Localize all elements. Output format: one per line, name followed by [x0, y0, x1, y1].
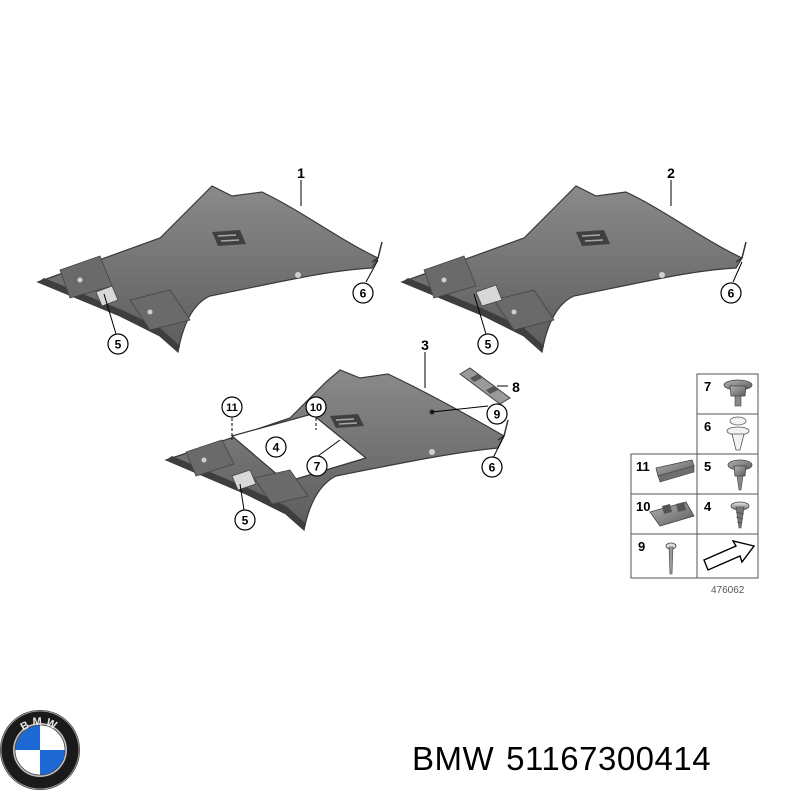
brand-name: BMW — [412, 740, 495, 777]
callout-6a: 6 — [352, 282, 374, 304]
callout-8: 8 — [512, 379, 520, 395]
legend-label-9: 9 — [638, 539, 645, 554]
callout-4: 4 — [265, 436, 287, 458]
bmw-logo-icon: BMW — [0, 710, 80, 790]
callout-5c: 5 — [234, 509, 256, 531]
callout-6b: 6 — [720, 282, 742, 304]
part-5-icon — [727, 459, 753, 491]
part-6-icon — [726, 416, 750, 451]
callout-1: 1 — [297, 165, 305, 181]
legend-label-4: 4 — [704, 499, 712, 514]
svg-text:5: 5 — [242, 514, 249, 528]
part-title: BMW 51167300414 — [412, 740, 723, 778]
callout-10: 10 — [305, 396, 327, 418]
svg-text:7: 7 — [314, 460, 321, 474]
svg-text:5: 5 — [485, 338, 492, 352]
fastener-legend: 7 6 11 5 10 4 9 — [630, 373, 759, 596]
svg-text:10: 10 — [310, 402, 322, 414]
arrow-icon — [703, 539, 756, 571]
part-4-icon — [730, 501, 750, 529]
svg-text:4: 4 — [273, 441, 280, 455]
callout-6c: 6 — [481, 456, 503, 478]
legend-label-11: 11 — [636, 459, 650, 474]
svg-text:5: 5 — [115, 338, 122, 352]
callout-7: 7 — [306, 455, 328, 477]
diagram-reference-number: 476062 — [711, 585, 745, 596]
part-10-icon — [649, 501, 695, 527]
callout-3: 3 — [421, 337, 429, 353]
part-8-bracket — [459, 367, 511, 405]
svg-text:6: 6 — [360, 287, 367, 301]
legend-label-6: 6 — [704, 419, 711, 434]
callout-11: 11 — [221, 396, 243, 418]
callout-9: 9 — [486, 403, 508, 425]
callout-5b: 5 — [477, 333, 499, 355]
svg-text:6: 6 — [489, 461, 496, 475]
leader-lines — [103, 180, 743, 511]
callout-5a: 5 — [107, 333, 129, 355]
part-7-icon — [723, 379, 753, 407]
part-11-icon — [655, 459, 695, 483]
svg-text:BMW: BMW — [19, 716, 62, 734]
part-number: 51167300414 — [506, 740, 712, 777]
callout-2: 2 — [667, 165, 675, 181]
svg-text:6: 6 — [728, 287, 735, 301]
legend-label-7: 7 — [704, 379, 711, 394]
svg-text:9: 9 — [494, 408, 501, 422]
headliner-2 — [400, 185, 747, 354]
svg-text:11: 11 — [226, 402, 238, 414]
headliner-3 — [164, 369, 509, 532]
part-9-icon — [665, 542, 677, 575]
headliner-1 — [36, 185, 383, 354]
legend-label-10: 10 — [636, 499, 650, 514]
legend-label-5: 5 — [704, 459, 711, 474]
